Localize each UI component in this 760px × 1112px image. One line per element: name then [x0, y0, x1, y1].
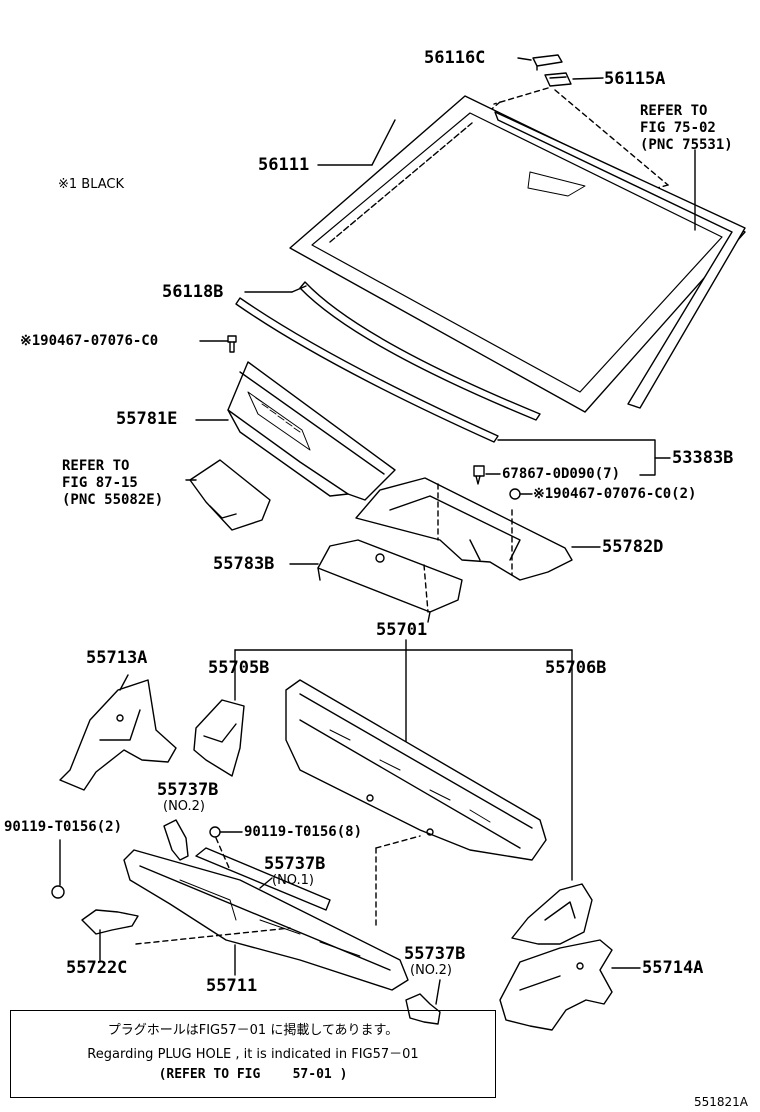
part-55706B-bracket [511, 883, 593, 945]
label-190467-right: ※190467-07076-C0(2) [533, 486, 697, 502]
label-55722C: 55722C [66, 958, 128, 978]
label-55706B: 55706B [545, 658, 607, 678]
part-55782D-cowl-panel [355, 477, 573, 581]
part-55781E-cowl-louver [227, 361, 396, 501]
part-55714A-bracket [499, 939, 613, 1031]
part-56115A-clip [544, 72, 572, 87]
label-55705B: 55705B [208, 658, 270, 678]
part-90119-bolt-mid [209, 826, 221, 838]
label-refer-87-line1: REFER TO [62, 458, 130, 474]
label-55737B-no2-upper: 55737B [157, 780, 219, 800]
label-190467-top: ※190467-07076-C0 [20, 333, 159, 349]
part-55722C-bracket [81, 909, 139, 935]
label-55713A: 55713A [86, 648, 148, 668]
part-90119-bolt-left [51, 885, 65, 899]
label-90119-left: 90119-T0156(2) [4, 819, 123, 835]
label-55737B-no2-lower: 55737B [404, 944, 466, 964]
label-refer-87-line2: FIG 87-15 [62, 475, 138, 491]
label-55737B-no1: 55737B [264, 854, 326, 874]
label-55737B-no2-lower-sub: (NO.2) [410, 963, 452, 978]
label-55711: 55711 [206, 976, 258, 996]
note-reference-prefix: (REFER TO FIG [158, 1067, 261, 1082]
part-190467-clip-right [509, 488, 521, 500]
note-line-japanese: プラグホールはFIG57－01 に掲載してあります。 [107, 1023, 399, 1038]
label-56116C: 56116C [424, 48, 486, 68]
label-53383B: 53383B [672, 448, 734, 468]
part-55082E-bracket [189, 459, 271, 531]
label-55783B: 55783B [213, 554, 275, 574]
label-56118B: 56118B [162, 282, 224, 302]
part-55711-cowl-lower [123, 849, 409, 991]
label-refer-75-line3: (PNC 75531) [640, 137, 733, 153]
label-refer-75-line2: FIG 75-02 [640, 120, 716, 136]
label-refer-75-line1: REFER TO [640, 103, 708, 119]
part-55737B-no1-rail [195, 847, 331, 911]
label-67867: 67867-0D090(7) [502, 466, 621, 482]
note-reference-figure: 57-01 ) [292, 1067, 348, 1082]
note-line-reference: (REFER TO FIG 57-01 ) [11, 1067, 495, 1082]
label-55701: 55701 [376, 620, 428, 640]
part-56118B-weatherstrip [244, 281, 541, 421]
part-55705B-bracket [193, 699, 245, 777]
plug-hole-note: プラグホールはFIG57－01 に掲載してあります。 Regarding PLU… [10, 1010, 496, 1098]
figure-id: 551821A [694, 1095, 749, 1109]
label-55781E: 55781E [116, 409, 178, 429]
label-55782D: 55782D [602, 537, 664, 557]
part-67867-clip [473, 465, 485, 485]
note-black: ※1 BLACK [58, 177, 125, 192]
note-line-english: Regarding PLUG HOLE , it is indicated in… [87, 1047, 419, 1062]
label-55737B-no1-sub: (NO.1) [272, 873, 314, 888]
label-55737B-no2-upper-sub: (NO.2) [163, 799, 205, 814]
label-refer-87-line3: (PNC 55082E) [62, 492, 164, 508]
part-55701-cowl-top [285, 679, 547, 861]
part-56111-windshield [289, 95, 746, 413]
label-90119-mid: 90119-T0156(8) [244, 824, 363, 840]
part-55737B-no2-lower [405, 993, 441, 1025]
part-55737B-no2-upper [163, 819, 189, 861]
part-190467-clip-top [227, 335, 237, 353]
label-56111: 56111 [258, 155, 310, 175]
part-56116C-clip [532, 54, 563, 71]
part-55783B-panel [317, 539, 463, 623]
label-55714A: 55714A [642, 958, 704, 978]
label-56115A: 56115A [604, 69, 666, 89]
part-55713A-bracket [59, 679, 177, 791]
